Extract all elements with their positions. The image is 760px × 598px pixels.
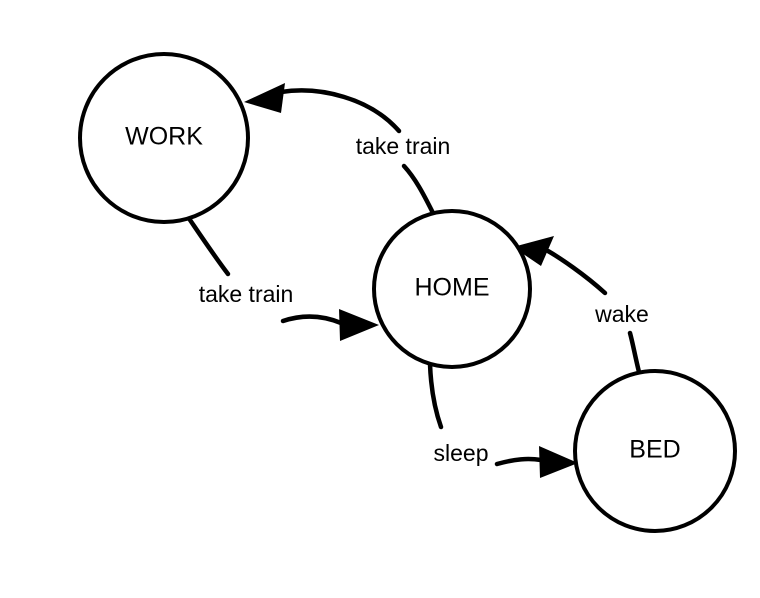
edge-home-to-bed[interactable]: sleep xyxy=(427,361,578,478)
edge-home-to-work-head-path xyxy=(278,88,402,134)
node-bed-circle xyxy=(573,369,737,533)
arrowhead-icon-work-to-home xyxy=(339,309,379,341)
node-work-label: WORK xyxy=(125,123,203,151)
edge-label-home-to-bed: sleep xyxy=(434,440,489,466)
edge-work-to-home-tail-path xyxy=(185,214,231,277)
edge-home-to-work[interactable]: take train xyxy=(244,83,451,216)
node-bed[interactable]: BED xyxy=(573,369,737,533)
node-home-label: HOME xyxy=(415,274,490,302)
node-home-circle xyxy=(372,209,532,369)
node-bed-label: BED xyxy=(629,436,680,464)
edge-bed-to-home-head-path xyxy=(545,248,608,296)
edge-home-to-bed-head-path xyxy=(494,456,544,467)
node-home[interactable]: HOME xyxy=(372,209,532,369)
edge-label-bed-to-home: wake xyxy=(594,301,649,327)
edge-bed-to-home[interactable]: wake xyxy=(513,236,649,375)
edge-label-work-to-home: take train xyxy=(199,281,294,307)
node-work-circle xyxy=(78,52,250,224)
edge-work-to-home[interactable]: take train xyxy=(185,214,379,341)
edge-label-home-to-work: take train xyxy=(356,133,451,159)
edge-home-to-bed-tail-path xyxy=(427,361,444,430)
arrowhead-icon-home-to-work xyxy=(244,83,285,113)
arrowhead-icon-bed-to-home xyxy=(513,236,554,266)
node-work[interactable]: WORK xyxy=(78,52,250,224)
edge-bed-to-home-tail-path xyxy=(627,330,642,375)
edge-work-to-home-head-path xyxy=(280,314,344,326)
arrowhead-icon-home-to-bed xyxy=(539,446,578,478)
edge-home-to-work-tail-path xyxy=(401,163,436,216)
